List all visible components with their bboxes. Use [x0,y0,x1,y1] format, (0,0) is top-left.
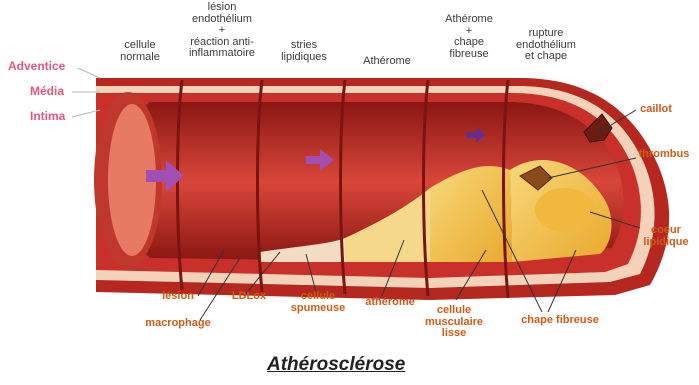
label-cellule-musculaire-lisse: cellule musculaire lisse [425,305,483,340]
layer-label-intima: Intima [30,110,65,123]
stage-label-5: Athérome + chape fibreuse [445,14,493,60]
layer-label-adventice: Adventice [8,60,65,73]
stage-label-2: lésion endothélium + réaction anti- infl… [189,2,255,60]
label-thrombus: thrombus [639,149,690,161]
stage-label-4: Athérome [363,56,411,68]
label-chape-fibreuse: chape fibreuse [521,315,599,327]
stage-label-3: stries lipidiques [281,40,327,63]
label-coeur-lipidique: coeur lipidique [643,225,688,248]
diagram-title: Athérosclérose [267,354,405,376]
label-atherome: athérome [365,297,415,309]
left-leaders [72,68,100,117]
label-ldlox: LDLox [232,291,266,303]
label-cellule-spumeuse: cellule spumeuse [291,291,345,314]
stage-label-1: cellule normale [120,40,160,63]
lipid-core-center [535,188,595,232]
label-caillot: caillot [640,104,672,116]
stage-label-6: rupture endothélium et chape [516,28,576,63]
label-macrophage: macrophage [145,318,210,330]
layer-label-media: Média [30,85,64,98]
label-lesion: lésion [162,291,194,303]
